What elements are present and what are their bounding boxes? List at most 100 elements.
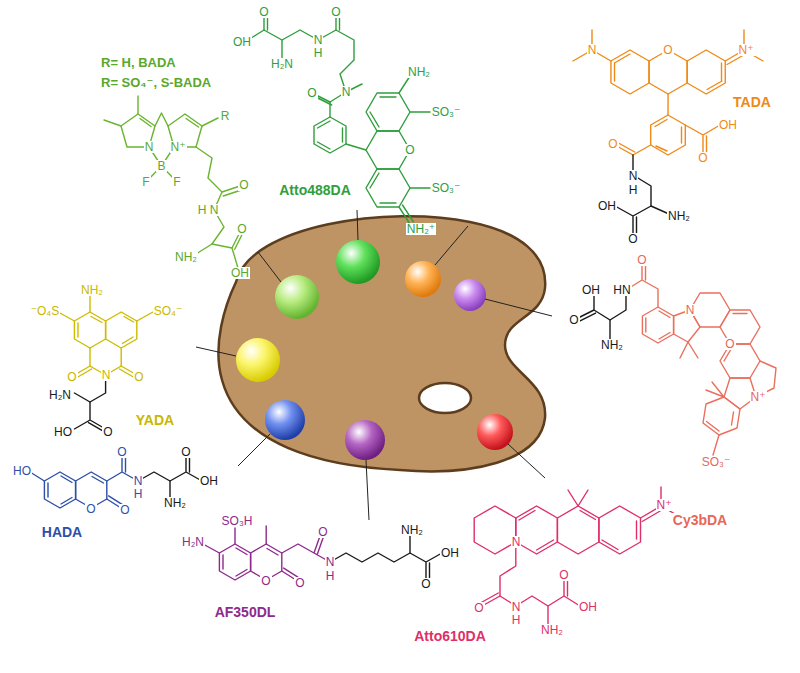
amino-acid-structure: [578, 290, 626, 340]
yada-structure: [78, 317, 134, 344]
atom-label: O: [236, 223, 247, 235]
bada-structure: [202, 118, 218, 126]
atom-label: O: [724, 338, 735, 350]
atom-label: NH₂: [407, 66, 431, 78]
molecule-name: R= SO₄⁻, S-BADA: [100, 76, 212, 89]
atom-label: N: [144, 141, 155, 153]
atom-label: F: [172, 176, 181, 188]
atom-label: NH₂: [667, 210, 691, 222]
molecule-name: YADA: [135, 413, 175, 427]
atto488-structure: [366, 169, 410, 207]
atto488-structure: [370, 97, 396, 203]
atom-label: N: [313, 34, 324, 46]
atto610-structure: [568, 490, 588, 506]
cy3b-structure: [690, 293, 730, 327]
hada-structure: [44, 472, 75, 508]
leader-line: [258, 252, 281, 282]
tada-structure: [655, 120, 682, 152]
atto610-structure: [474, 487, 682, 626]
af350-structure: [203, 526, 330, 580]
yada-structure: [58, 296, 153, 378]
atom-label: NH₂: [600, 339, 624, 351]
atom-label: NH₂: [80, 284, 104, 296]
atto610-structure: [480, 542, 516, 606]
paint-blob: [336, 240, 380, 284]
atto488-structure: [366, 93, 410, 131]
hada-structure: [30, 454, 138, 508]
atto488-structure: [318, 121, 343, 149]
cy3b-structure: [646, 311, 670, 339]
atom-label: SO₃⁻: [431, 106, 462, 118]
atom-label: OH: [199, 475, 219, 487]
amino-acid-structure: [138, 454, 202, 499]
atom-label: F: [141, 176, 150, 188]
atom-label: N: [511, 536, 522, 548]
atom-label: NH₂: [540, 624, 564, 636]
paint-blob: [265, 400, 305, 440]
tada-structure: [615, 142, 651, 155]
atom-label: O: [102, 426, 113, 438]
palette-board: [218, 216, 545, 471]
atom-label: N: [511, 601, 522, 613]
atom-label: OH: [581, 284, 601, 296]
atom-label: OH: [232, 36, 252, 48]
leader-line: [508, 444, 545, 478]
leader-line: [366, 460, 369, 520]
atom-label: H: [325, 570, 336, 582]
atto610-structure: [548, 578, 580, 606]
atom-label: H: [197, 204, 208, 216]
leader-line: [485, 299, 552, 316]
atom-label: O: [180, 446, 191, 458]
atom-label: O: [294, 577, 305, 589]
atom-label: N⁺: [656, 499, 673, 511]
amino-acid-structure: [615, 155, 669, 236]
atto488-structure: [336, 30, 362, 92]
tada-structure: [667, 94, 668, 115]
atom-label: O: [697, 152, 708, 164]
atom-label: N⁺: [170, 141, 187, 153]
atom-label: N⁺: [738, 44, 755, 56]
atom-label: N: [628, 170, 639, 182]
af350-structure: [203, 526, 266, 553]
atom-label: N: [133, 475, 144, 487]
atto610-structure: [557, 506, 599, 554]
af350-structure: [282, 536, 330, 562]
bada-structure: [232, 248, 238, 268]
atom-label: HO: [12, 465, 32, 477]
atom-label: SO₃H: [221, 515, 254, 527]
atom-label: NH₂⁺: [406, 223, 436, 235]
yada-structure: [58, 296, 153, 321]
leader-line: [196, 347, 236, 356]
af350-structure: [223, 548, 278, 576]
amino-acid-structure: [170, 454, 202, 481]
cy3b-structure: [713, 435, 719, 455]
atom-label: N: [341, 86, 352, 98]
tada-structure: [573, 30, 763, 155]
atom-label: O: [119, 504, 130, 516]
atom-label: NH₂: [163, 497, 187, 509]
molecule-name: TADA: [732, 95, 772, 109]
atom-label: O: [116, 446, 127, 458]
atom-label: SO₃⁻: [701, 456, 732, 468]
palette-board: [419, 383, 471, 413]
cy3b-structure: [680, 342, 698, 358]
atom-label: O: [662, 44, 673, 56]
molecule-name: Cy3bDA: [672, 513, 728, 527]
atom-label: H: [511, 614, 522, 626]
atom-label: H₂N: [181, 536, 205, 548]
amino-acid-structure: [330, 535, 442, 580]
amino-acid-structure: [74, 402, 105, 432]
tada-structure: [725, 30, 763, 65]
atom-label: O: [66, 371, 77, 383]
atom-label: H₂N: [270, 58, 294, 70]
atom-label: N: [325, 556, 336, 568]
atom-label: OH: [718, 119, 738, 131]
atom-label: O: [330, 6, 341, 18]
atom-label: OH: [440, 547, 460, 559]
yada-structure: [106, 312, 137, 348]
atom-label: O: [317, 526, 328, 538]
paint-blob: [236, 240, 513, 460]
atto610-structure: [516, 506, 558, 554]
atom-label: N⁺: [750, 391, 767, 403]
